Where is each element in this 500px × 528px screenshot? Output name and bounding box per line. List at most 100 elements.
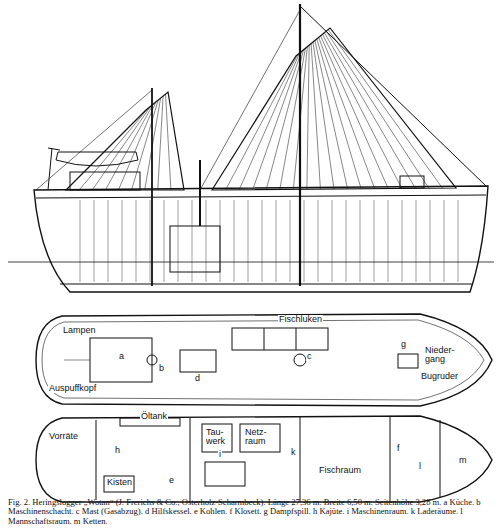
- sail-seam: [293, 47, 307, 190]
- capstan-plan: [398, 354, 418, 368]
- davit: [48, 148, 60, 150]
- sail-seam: [145, 98, 161, 190]
- sail-seam: [253, 51, 302, 189]
- figure-caption: Fig. 2. Heringslogger „Wotan“ (J. Freric…: [8, 498, 494, 526]
- frame: [178, 200, 179, 282]
- deck-plan-bulwark: [42, 320, 484, 400]
- frame: [206, 200, 207, 282]
- plan-label: f: [396, 444, 401, 453]
- sail-seam: [92, 106, 151, 190]
- sail-seam: [166, 94, 171, 190]
- bulkhead: [440, 420, 441, 498]
- sail-seam: [313, 42, 334, 189]
- sail-seam: [321, 36, 389, 189]
- deck-line: [36, 195, 486, 198]
- bulkhead: [96, 420, 97, 500]
- sail-seam: [311, 44, 320, 190]
- fore-stay: [300, 6, 486, 186]
- frame: [276, 200, 277, 282]
- water-line: [8, 262, 494, 263]
- bulkhead: [300, 417, 301, 502]
- sail-seam: [319, 37, 375, 188]
- sail-seam: [105, 104, 153, 190]
- plan-label: Auspuffkopf: [48, 384, 97, 393]
- sail-seam: [326, 31, 429, 188]
- plan-label: Nieder- gang: [424, 346, 456, 365]
- hatch-divider: [264, 328, 265, 350]
- frame: [150, 200, 151, 282]
- engine-plan: [205, 462, 245, 486]
- mizzen-mast-plan: [147, 355, 157, 365]
- mizzen-mast: [151, 88, 153, 286]
- frame: [94, 200, 95, 282]
- hold-plan-hull: [36, 416, 492, 502]
- box-store: [104, 476, 134, 492]
- plan-label: Fischraum: [318, 466, 362, 475]
- sail-seam: [79, 108, 148, 190]
- sail-seam: [322, 34, 401, 188]
- frame: [248, 200, 249, 282]
- plan-label: a: [118, 352, 125, 361]
- bulkhead: [390, 416, 391, 502]
- frame: [108, 200, 109, 282]
- plan-label: Lampen: [62, 326, 97, 335]
- main-sail: [212, 28, 456, 190]
- plan-label: Fischluken: [278, 315, 323, 324]
- frame: [444, 200, 445, 282]
- rope-store: [202, 424, 232, 452]
- frame: [402, 200, 403, 282]
- frame: [430, 200, 431, 282]
- plan-label: Bugruder: [420, 372, 459, 381]
- sail-seam: [239, 53, 300, 190]
- sail-seam: [132, 100, 159, 190]
- plan-label: Netz- raum: [244, 428, 276, 447]
- sail-seam: [158, 96, 163, 190]
- frame: [136, 200, 137, 282]
- plan-label: e: [168, 476, 175, 485]
- mizzen-sail: [66, 92, 184, 190]
- plan-label: d: [194, 374, 201, 383]
- frame: [234, 200, 235, 282]
- hatch-divider: [296, 328, 297, 350]
- hull-side: [34, 186, 488, 292]
- back-stay: [200, 10, 300, 190]
- plan-label: k: [290, 448, 297, 457]
- plan-label: i: [218, 450, 222, 459]
- frame: [458, 200, 459, 282]
- plan-label: g: [400, 340, 407, 349]
- sail-seam: [317, 39, 361, 189]
- plan-label: c: [306, 352, 313, 361]
- sail-seam: [118, 102, 155, 190]
- exhaust: [199, 160, 201, 226]
- frame: [80, 200, 81, 282]
- deck-plan-hull: [36, 314, 492, 406]
- frame: [164, 200, 165, 282]
- sail-seam: [307, 45, 309, 189]
- plan-label: h: [114, 446, 121, 455]
- frame: [262, 200, 263, 282]
- frame: [374, 200, 375, 282]
- engine-casing: [180, 350, 216, 372]
- davit: [48, 148, 52, 190]
- fish-hatches: [232, 328, 328, 350]
- frame: [332, 200, 333, 282]
- frame: [192, 200, 193, 282]
- sail-seam: [328, 30, 442, 189]
- frame: [122, 200, 123, 282]
- bulkhead: [190, 418, 191, 502]
- deckhouse-plan: [90, 338, 152, 382]
- plan-label: b: [158, 364, 165, 373]
- plan-label: Tau- werk: [205, 428, 231, 447]
- foremast-plan: [294, 354, 306, 366]
- plan-label: m: [458, 456, 468, 465]
- frame: [290, 200, 291, 282]
- frame: [346, 200, 347, 282]
- net-room: [240, 424, 280, 452]
- sail-seam: [324, 33, 415, 189]
- frame: [304, 200, 305, 282]
- frame: [360, 200, 361, 282]
- plan-label: Kisten: [106, 478, 133, 487]
- engine: [170, 226, 220, 272]
- plan-label: Vorräte: [48, 432, 79, 441]
- sail-seam: [226, 54, 298, 189]
